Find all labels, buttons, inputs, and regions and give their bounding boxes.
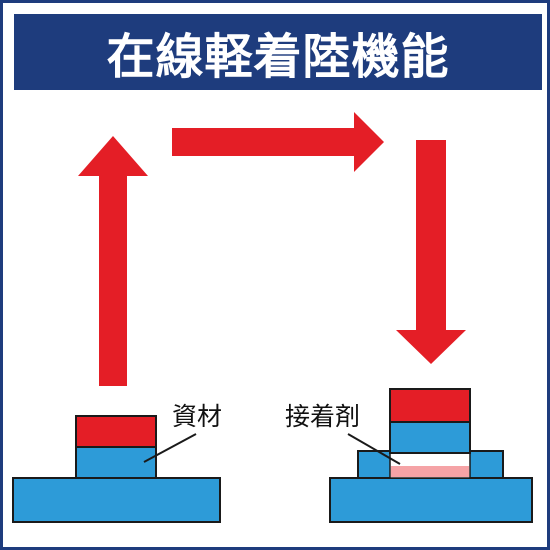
left-top-block [75, 415, 157, 448]
right-top-block [389, 388, 471, 423]
left-base-block [12, 477, 221, 523]
right-arrow-icon [172, 112, 384, 172]
right-material-block [389, 421, 471, 454]
down-arrow-icon [396, 140, 466, 364]
material-label: 資材 [172, 402, 223, 431]
material-leader-line [143, 433, 197, 463]
right-base-block [329, 477, 533, 523]
adhesive-fill [391, 466, 469, 477]
adhesive-leader-line [347, 433, 401, 465]
right-stack [329, 388, 533, 523]
left-stack [12, 415, 221, 523]
page-title: 在線軽着陸機能 [106, 29, 450, 85]
up-arrow-icon [78, 136, 148, 386]
adhesive-label: 接着剤 [285, 402, 361, 431]
title-bar: 在線軽着陸機能 [14, 14, 542, 90]
left-material-block [75, 446, 157, 479]
